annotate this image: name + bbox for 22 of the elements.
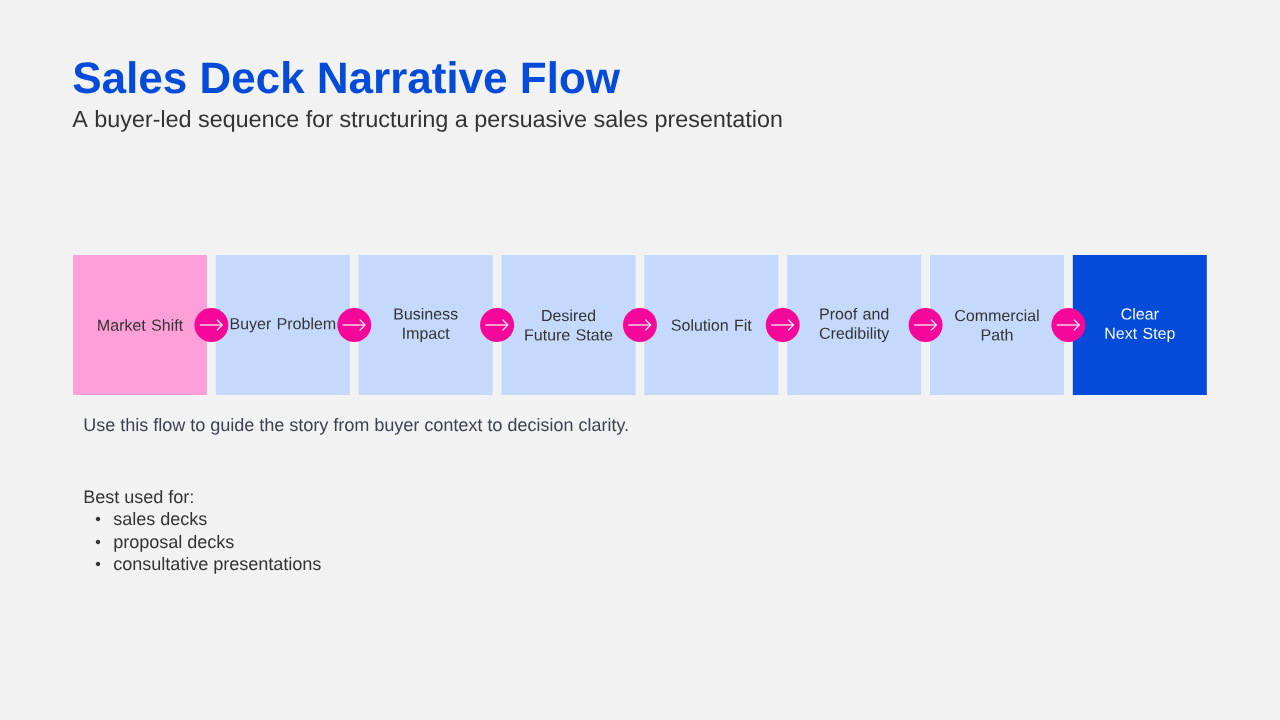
arrow [765,308,800,342]
arrow [908,308,943,342]
flow-step-box: Market Shift [73,255,207,395]
flow-step-box: Proof and Credibility [787,255,922,395]
arrow [337,308,372,342]
list-heading: Best used for: [84,489,193,504]
arrow [622,308,657,342]
title: Sales Deck Narrative Flow [73,61,621,94]
bullet-item: proposal decks [95,534,234,552]
subtitle: A buyer-led sequence for structuring a persuasive sales presentation [72,110,782,132]
flow-step-box: Clear Next Step [1072,255,1207,395]
flow-step-box: Solution Fit [644,255,779,395]
flow-step-box: Business Impact [358,255,493,395]
bullet-item: consultative presentations [95,556,321,574]
bullet-item: sales decks [95,511,207,526]
flow-step-box: Desired Future State [501,255,636,395]
arrow [1051,308,1086,342]
flow-step-box: Buyer Problem [215,255,350,395]
arrow [480,308,515,342]
note: Use this flow to guide the story from buyer context to decision clarity. [84,417,628,435]
flow-step-box: Commercial Path [930,255,1064,395]
arrow [194,308,229,342]
